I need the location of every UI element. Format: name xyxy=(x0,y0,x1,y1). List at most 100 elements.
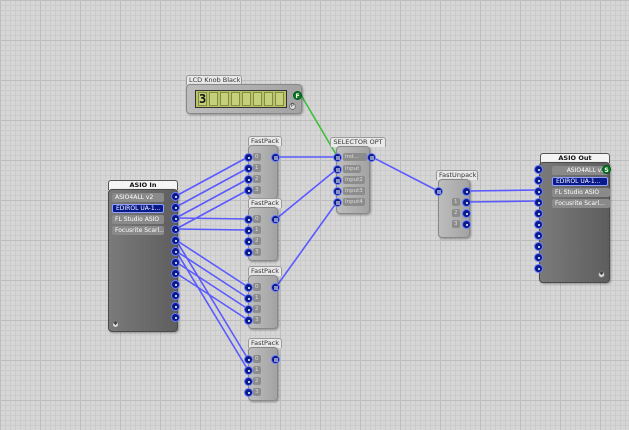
input-pin[interactable] xyxy=(244,248,253,257)
properties-icon[interactable]: P xyxy=(289,103,296,110)
output-pin[interactable] xyxy=(171,258,180,267)
port-label: 2 xyxy=(452,209,460,217)
input-pin[interactable] xyxy=(244,294,253,303)
input-pin[interactable] xyxy=(534,176,543,185)
input-pin[interactable] xyxy=(244,226,253,235)
input-pin[interactable] xyxy=(333,165,342,174)
audio-wire[interactable] xyxy=(175,217,249,220)
input-pin[interactable] xyxy=(534,264,543,273)
input-pin[interactable] xyxy=(333,176,342,185)
output-pin[interactable] xyxy=(462,198,471,207)
output-pin[interactable] xyxy=(171,225,180,234)
input-pin[interactable] xyxy=(534,220,543,229)
asio-out-module[interactable]: ASIO Out ASIO4ALL v2 EDIROL UA-1... FL S… xyxy=(534,153,612,283)
audio-wire[interactable] xyxy=(175,261,249,310)
input-pin[interactable] xyxy=(244,305,253,314)
audio-wire[interactable] xyxy=(175,239,249,360)
input-pin[interactable] xyxy=(534,231,543,240)
float-output-pin[interactable]: F xyxy=(293,91,302,100)
audio-wire[interactable] xyxy=(175,228,249,231)
output-pin[interactable] xyxy=(462,209,471,218)
input-pin[interactable] xyxy=(244,283,253,292)
input-pin[interactable] xyxy=(534,165,543,174)
input-pin[interactable] xyxy=(333,153,342,162)
module-title: LCD Knob Black xyxy=(186,75,242,85)
audio-wire[interactable] xyxy=(175,189,249,230)
device-option[interactable]: FL Studio ASIO xyxy=(552,188,610,197)
input-pin[interactable] xyxy=(534,242,543,251)
lcd-knob-module[interactable]: LCD Knob Black 3 P F xyxy=(186,75,302,115)
properties-icon[interactable]: ✱ xyxy=(112,321,119,328)
input-pin[interactable] xyxy=(244,388,253,397)
audio-wire[interactable] xyxy=(175,178,249,219)
input-pin[interactable] xyxy=(244,215,253,224)
output-pin[interactable] xyxy=(171,313,180,322)
port-label: 2 xyxy=(253,237,261,245)
output-pin[interactable] xyxy=(171,214,180,223)
lcd-digit xyxy=(253,92,263,106)
input-pin[interactable] xyxy=(244,366,253,375)
output-pin[interactable] xyxy=(271,355,280,364)
port-label: 0 xyxy=(253,283,261,291)
device-option[interactable]: ASIO4ALL v2 xyxy=(112,193,164,202)
output-pin[interactable] xyxy=(271,215,280,224)
input-pin[interactable] xyxy=(244,175,253,184)
output-pin[interactable] xyxy=(367,153,376,162)
input-pin[interactable] xyxy=(534,198,543,207)
audio-wire[interactable] xyxy=(175,272,249,321)
input-pin[interactable] xyxy=(534,253,543,262)
output-pin[interactable] xyxy=(271,153,280,162)
output-pin[interactable] xyxy=(171,302,180,311)
input-pin[interactable] xyxy=(244,153,253,162)
input-pin[interactable] xyxy=(434,187,443,196)
input-pin[interactable] xyxy=(534,187,543,196)
audio-wire[interactable] xyxy=(175,167,249,208)
audio-wire[interactable] xyxy=(175,250,249,299)
output-pin[interactable] xyxy=(171,280,180,289)
asio-in-module[interactable]: ASIO In ASIO4ALL v2 EDIROL UA-1... FL St… xyxy=(108,180,186,332)
output-pin[interactable] xyxy=(462,187,471,196)
output-pin[interactable] xyxy=(171,203,180,212)
asio-out-body[interactable]: ASIO4ALL v2 EDIROL UA-1... FL Studio ASI… xyxy=(539,162,610,283)
fastpack-module-3[interactable]: FastPack 0 1 2 3 xyxy=(244,266,286,329)
fastunpack-module[interactable]: FastUnpack 1 2 3 xyxy=(434,170,478,238)
output-pin[interactable] xyxy=(171,236,180,245)
device-option-selected[interactable]: EDIROL UA-1... xyxy=(112,204,164,213)
audio-wire[interactable] xyxy=(175,156,249,197)
audio-wire[interactable] xyxy=(175,250,249,371)
input-pin[interactable] xyxy=(244,355,253,364)
device-option[interactable]: Focusrite Scarl... xyxy=(112,226,164,235)
input-pin[interactable] xyxy=(333,198,342,207)
output-pin[interactable] xyxy=(271,283,280,292)
input-pin[interactable] xyxy=(333,187,342,196)
asio-in-body[interactable]: ASIO4ALL v2 EDIROL UA-1... FL Studio ASI… xyxy=(108,189,178,332)
input-pin[interactable] xyxy=(244,377,253,386)
input-pin[interactable] xyxy=(244,237,253,246)
output-pin[interactable] xyxy=(171,269,180,278)
output-pin[interactable] xyxy=(171,247,180,256)
lcd-knob-body[interactable]: 3 P xyxy=(186,84,302,114)
port-label: 1 xyxy=(253,366,261,374)
fastpack-module-4[interactable]: FastPack 0 1 2 3 xyxy=(244,338,286,401)
device-option[interactable]: FL Studio ASIO xyxy=(112,215,164,224)
fastpack-module-1[interactable]: FastPack 0 1 2 3 xyxy=(244,136,286,199)
audio-wire[interactable] xyxy=(175,239,249,288)
output-pin[interactable] xyxy=(462,220,471,229)
input-pin[interactable] xyxy=(244,164,253,173)
output-pin[interactable] xyxy=(171,291,180,300)
device-option[interactable]: ASIO4ALL v2 xyxy=(552,166,608,175)
fastpack-module-2[interactable]: FastPack 0 1 2 3 xyxy=(244,198,286,261)
device-option[interactable]: Focusrite Scarl... xyxy=(552,199,610,208)
device-option-selected[interactable]: EDIROL UA-1... xyxy=(552,177,608,186)
port-label: Ind... xyxy=(343,153,367,161)
port-label: 3 xyxy=(253,316,261,324)
properties-icon[interactable]: ✱ xyxy=(598,271,605,278)
lcd-digit xyxy=(275,92,285,106)
string-output-pin[interactable]: S xyxy=(602,165,611,174)
input-pin[interactable] xyxy=(244,316,253,325)
lcd-digit xyxy=(220,92,230,106)
selector-opt-module[interactable]: SELECTOR OPT Ind... Input Input2 Input3 … xyxy=(330,137,386,214)
input-pin[interactable] xyxy=(244,186,253,195)
output-pin[interactable] xyxy=(171,192,180,201)
input-pin[interactable] xyxy=(534,209,543,218)
